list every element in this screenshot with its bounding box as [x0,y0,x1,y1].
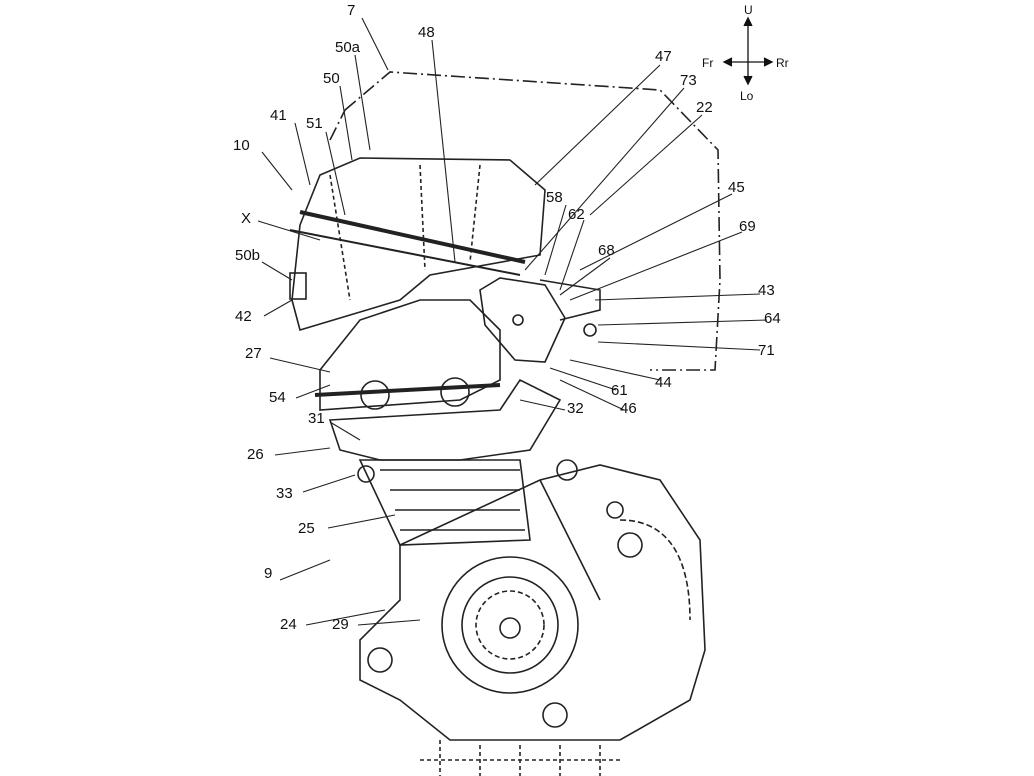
generator-cover [441,556,579,694]
compass-down-label: Lo [740,89,754,103]
ref-label: 58 [546,189,563,206]
cylinder-block [358,459,531,546]
ref-label: 54 [269,389,286,406]
ref-label: 64 [764,310,781,327]
ref-label: 32 [567,400,584,417]
leader-lines [257,17,768,626]
ref-label: 45 [728,179,745,196]
ref-label: 50 [323,70,340,87]
ref-label: 61 [611,382,628,399]
ref-label: 62 [568,206,585,223]
throttle-body [479,277,566,363]
ref-label: 51 [306,115,323,132]
ref-label: 7 [347,2,356,19]
cylinder-head [328,378,562,461]
ref-label: 27 [245,345,262,362]
ref-label: 71 [758,342,775,359]
compass-up-label: U [744,3,753,17]
compass-rear-label: Rr [776,56,789,70]
ref-label: 68 [598,242,615,259]
ref-label: 47 [655,48,672,65]
ref-label: 9 [264,565,273,582]
ref-label: 26 [247,446,264,463]
ref-label: 10 [233,137,250,154]
ref-label: 48 [418,24,435,41]
direction-compass-arrows [722,16,774,86]
ref-label: 69 [739,218,756,235]
fuel-tank-outline [344,71,721,371]
ref-label: 42 [235,308,252,325]
ref-label: 29 [332,616,349,633]
air-cleaner-box [291,157,546,332]
compass-front-label: Fr [702,56,714,70]
ref-label: 44 [655,374,672,391]
ref-label: 43 [758,282,775,299]
ref-label: 46 [620,400,637,417]
crankcase [359,464,706,741]
ref-label: 73 [680,72,697,89]
ref-label: 24 [280,616,297,633]
ref-label: X [241,210,252,227]
ref-label: 22 [696,99,713,116]
ref-label: 25 [298,520,315,537]
ref-label: 41 [270,107,287,124]
ref-label: 50b [235,247,261,264]
ref-label: 50a [335,39,361,56]
ref-label: 33 [276,485,293,502]
ref-label: 31 [308,410,325,427]
